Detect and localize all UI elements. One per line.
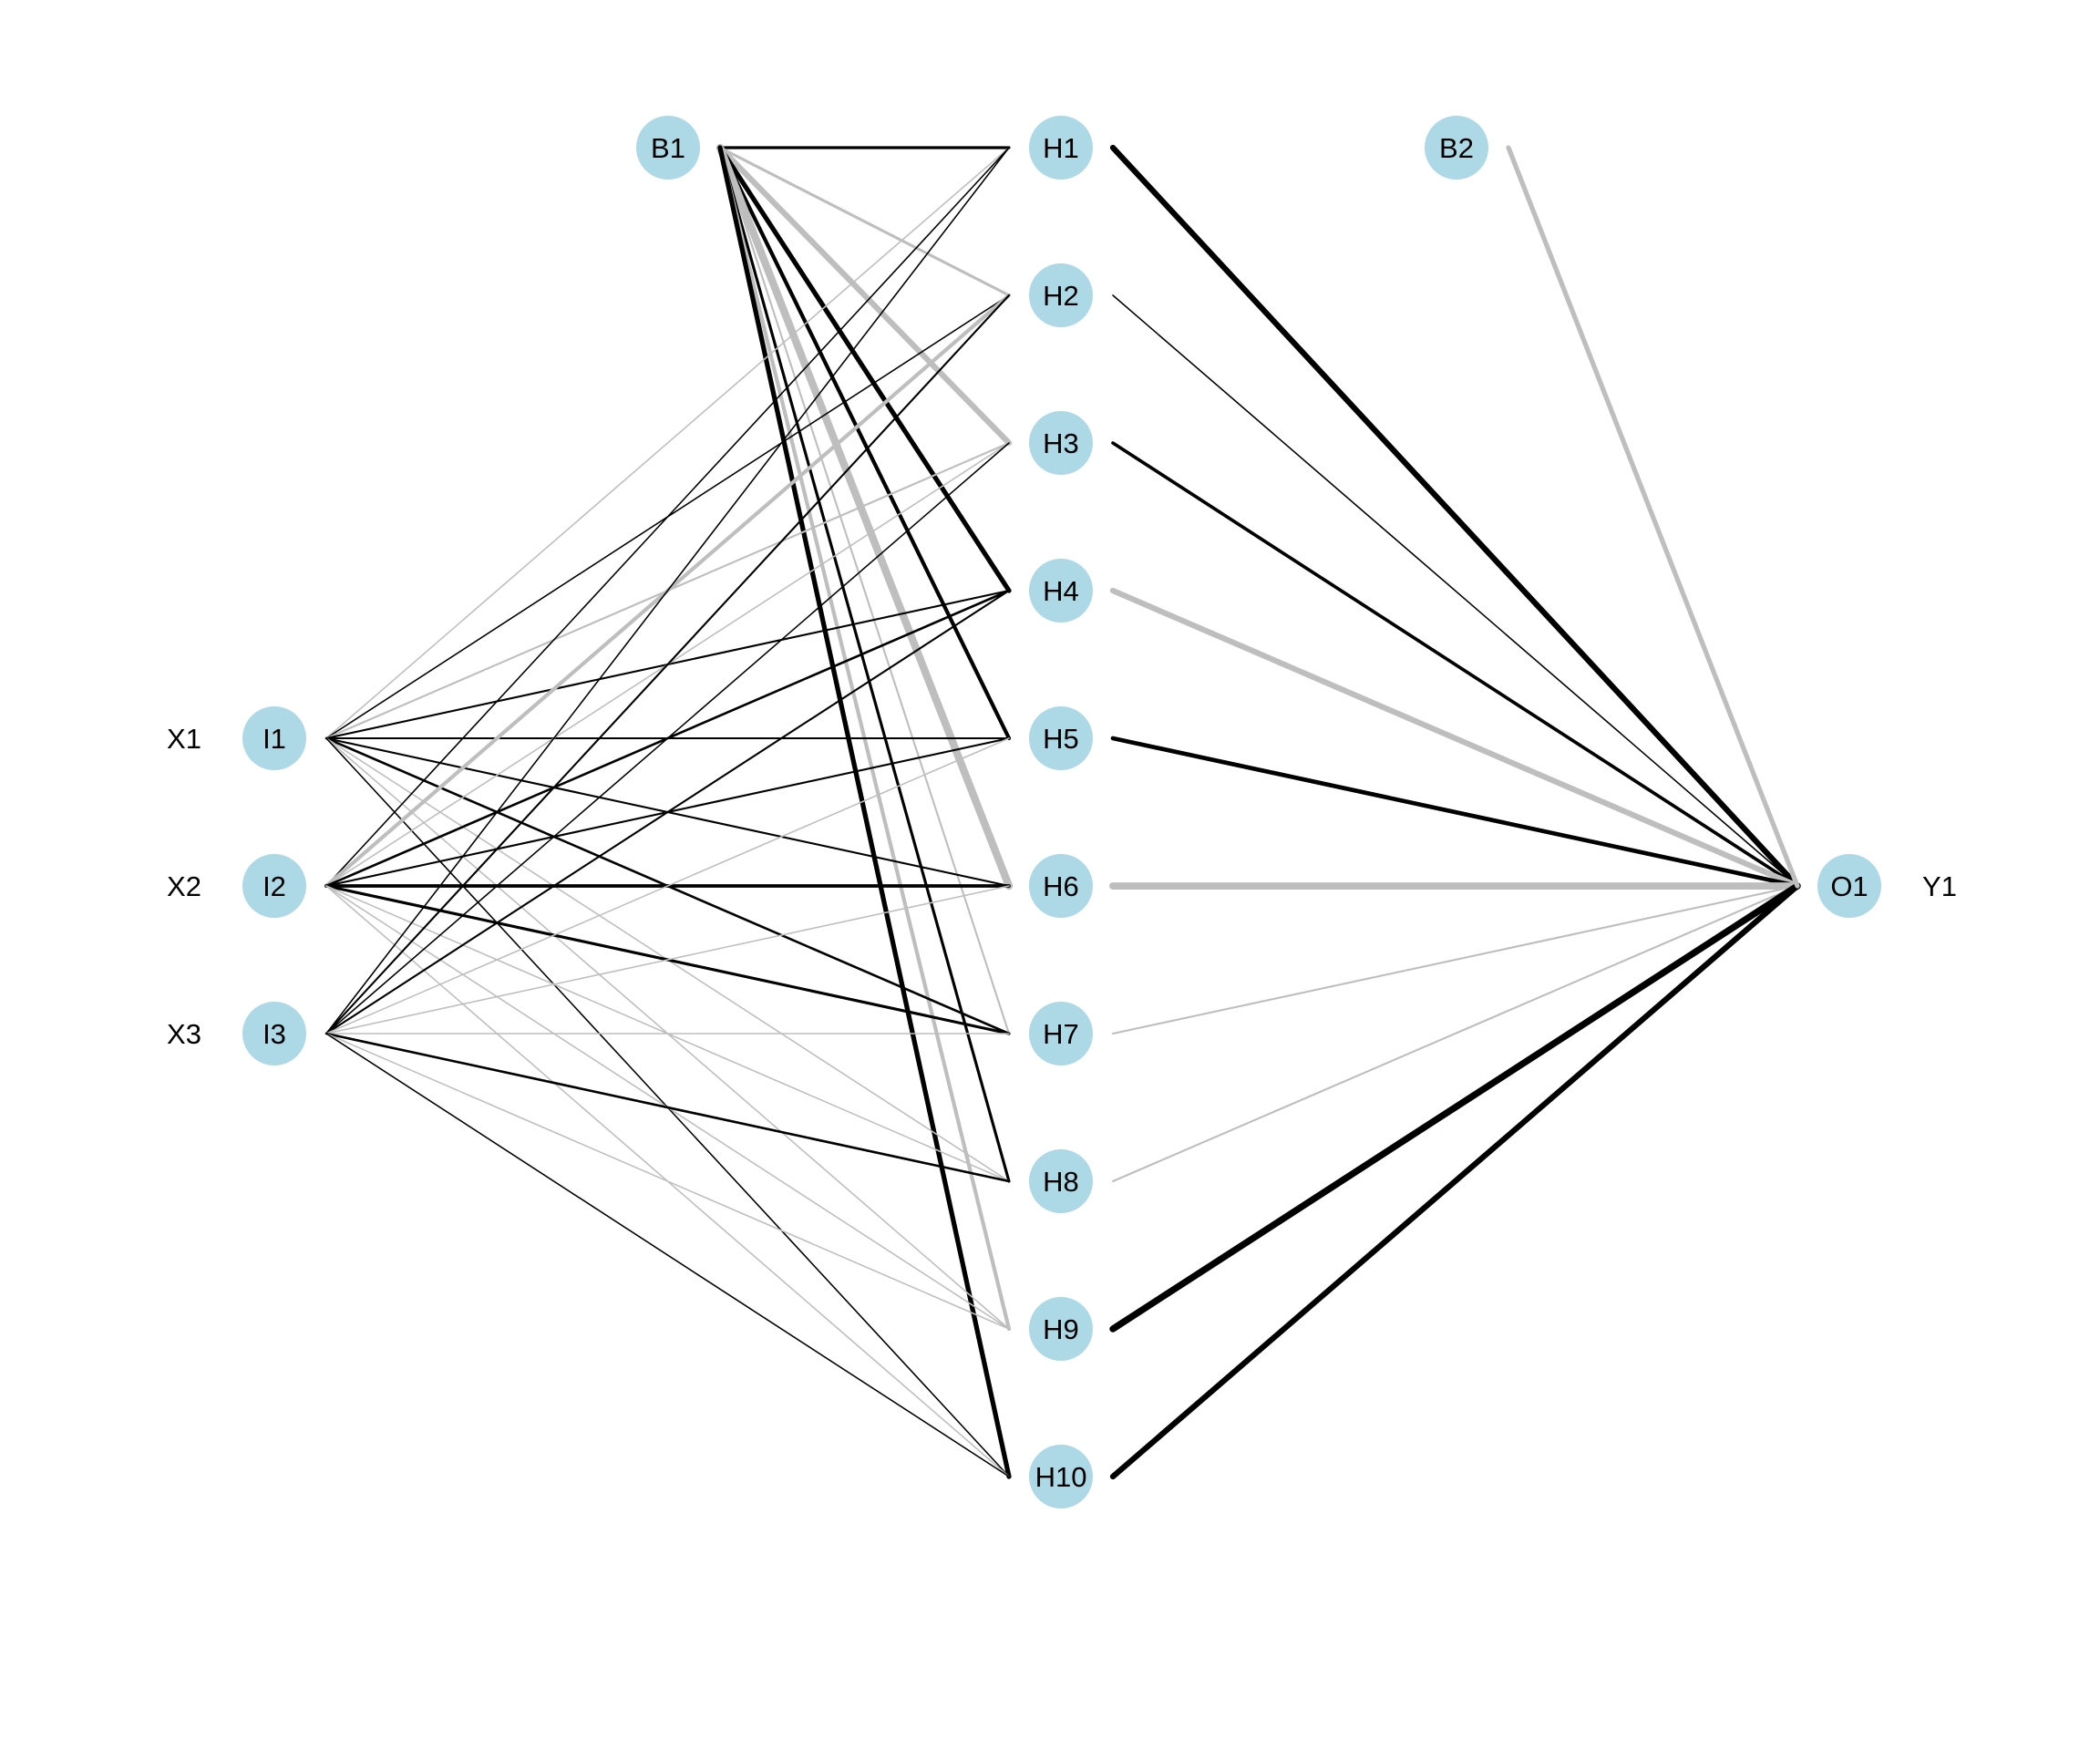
edge-i3-h10 <box>325 1033 1010 1477</box>
node-label: H7 <box>1043 1018 1079 1050</box>
node-label: H3 <box>1043 427 1079 459</box>
node-h4: H4 <box>1029 559 1093 623</box>
node-h9: H9 <box>1029 1297 1093 1361</box>
node-h6: H6 <box>1029 854 1093 918</box>
node-circle <box>1029 854 1093 918</box>
node-h5: H5 <box>1029 706 1093 770</box>
node-circle <box>1029 411 1093 475</box>
node-circle <box>242 706 306 770</box>
node-circle <box>636 116 700 180</box>
node-i1: I1 <box>242 706 306 770</box>
node-circle <box>1425 116 1488 180</box>
node-circle <box>242 1002 306 1065</box>
node-label: H8 <box>1043 1166 1079 1198</box>
edge-b1-h2 <box>718 146 1011 297</box>
node-b2: B2 <box>1425 116 1488 180</box>
node-circle <box>1029 263 1093 327</box>
edge-i1-h1 <box>325 147 1010 739</box>
node-i2: I2 <box>242 854 306 918</box>
node-h2: H2 <box>1029 263 1093 327</box>
edge-h5-o1 <box>1110 736 1800 889</box>
node-label: I3 <box>262 1018 286 1050</box>
edge-h7-o1 <box>1111 884 1799 1035</box>
edge-b1-h7 <box>718 146 1011 1035</box>
edge-i3-h5 <box>325 737 1010 1035</box>
edge-b1-h8 <box>718 146 1011 1183</box>
edge-h4-o1 <box>1109 587 1801 890</box>
node-label: H1 <box>1043 132 1079 164</box>
node-circle <box>1029 1149 1093 1213</box>
node-h3: H3 <box>1029 411 1093 475</box>
node-h10: H10 <box>1029 1445 1093 1508</box>
node-o1: O1 <box>1817 854 1881 918</box>
node-label: B1 <box>651 132 685 164</box>
edge-b1-h6 <box>715 143 1014 890</box>
edge-h3-o1 <box>1111 441 1799 888</box>
edge-i3-h2 <box>324 293 1011 1035</box>
edge-b1-h3 <box>716 144 1013 447</box>
node-circle <box>1029 559 1093 623</box>
edge-h9-o1 <box>1109 882 1801 1333</box>
node-h8: H8 <box>1029 1149 1093 1213</box>
node-circle <box>1029 1297 1093 1361</box>
node-label: H5 <box>1043 723 1079 755</box>
node-label: H6 <box>1043 870 1079 902</box>
node-label: I2 <box>262 870 286 902</box>
edge-h1-o1 <box>1109 144 1801 890</box>
input-variable-label: X2 <box>167 870 201 902</box>
node-label: O1 <box>1830 870 1868 902</box>
node-circle <box>1029 1002 1093 1065</box>
node-label: H4 <box>1043 575 1079 607</box>
edge-i3-h6 <box>325 885 1010 1035</box>
edge-b1-h5 <box>717 145 1012 741</box>
node-label: H10 <box>1035 1461 1087 1493</box>
edge-i3-h4 <box>324 589 1011 1035</box>
node-circle <box>1029 116 1093 180</box>
node-label: H2 <box>1043 280 1079 312</box>
node-circle <box>1029 1445 1093 1508</box>
edge-b2-o1 <box>1506 145 1800 889</box>
edge-i3-h1 <box>325 147 1010 1035</box>
node-circle <box>1817 854 1881 918</box>
node-label: H9 <box>1043 1313 1079 1345</box>
edge-i3-h8 <box>324 1032 1011 1183</box>
node-h1: H1 <box>1029 116 1093 180</box>
node-i3: I3 <box>242 1002 306 1065</box>
node-label: I1 <box>262 723 286 755</box>
connection-lines <box>324 143 1801 1480</box>
output-variable-label: Y1 <box>1922 870 1957 902</box>
edge-b1-h10 <box>717 145 1012 1479</box>
node-h7: H7 <box>1029 1002 1093 1065</box>
edge-i3-h9 <box>325 1033 1010 1330</box>
input-variable-label: X1 <box>167 723 201 755</box>
edge-h8-o1 <box>1111 884 1799 1183</box>
node-label: B2 <box>1439 132 1474 164</box>
node-b1: B1 <box>636 116 700 180</box>
node-circle <box>1029 706 1093 770</box>
edge-i3-h3 <box>325 442 1010 1035</box>
node-circle <box>242 854 306 918</box>
edge-h10-o1 <box>1109 882 1801 1480</box>
input-variable-label: X3 <box>167 1018 201 1050</box>
edge-h2-o1 <box>1112 294 1798 887</box>
edge-b1-h4 <box>717 145 1012 593</box>
edge-i2-h1 <box>325 147 1010 887</box>
